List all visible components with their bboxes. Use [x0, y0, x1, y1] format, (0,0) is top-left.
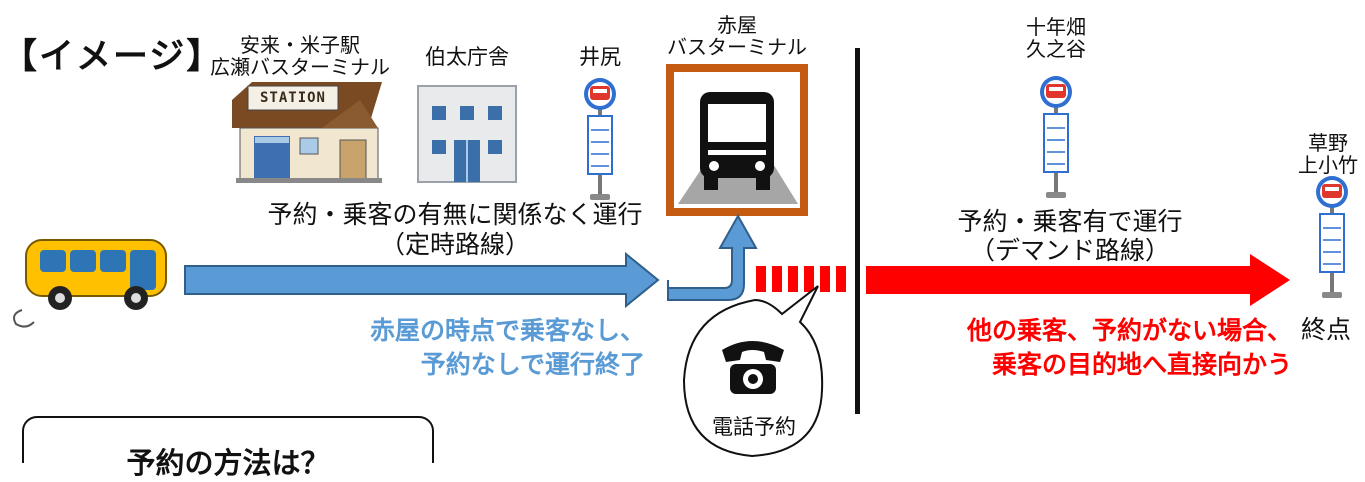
demand-dotted-line — [756, 266, 846, 292]
fixed-route-arrow — [184, 251, 660, 309]
terminal-label: 終点 — [1300, 315, 1351, 344]
red-note: 他の乗客、予約がない場合、 乗客の目的地へ直接向かう — [966, 316, 1292, 379]
stop-label-jusenbata: 十年畑 久之谷 — [1026, 15, 1086, 61]
stop-label-yasugi-yonago: 安来・米子駅 広瀬バスターミナル — [210, 33, 390, 79]
station-sign-text: STATION — [259, 90, 326, 106]
bus-stop-icon-kusano — [1315, 175, 1349, 299]
turn-to-terminal-arrow — [667, 213, 758, 301]
heading: 【イメージ】 — [2, 37, 224, 77]
diagram-canvas — [13, 48, 1349, 463]
stop-label-hakuta: 伯太庁舎 — [425, 45, 509, 69]
stop-label-akaya: 赤屋 バスターミナル — [667, 13, 807, 59]
station-building-icon — [232, 82, 382, 183]
stop-label-kusano: 草野 上小竹 — [1298, 131, 1358, 177]
demand-route-arrow — [866, 254, 1290, 306]
bus-terminal-icon — [666, 64, 808, 216]
fixed-route-label: 予約・乗客の有無に関係なく運行 （定時路線） — [267, 200, 643, 259]
reservation-box-title: 予約の方法は？ — [126, 446, 330, 480]
bus-stop-icon-jusenbata — [1039, 75, 1073, 199]
route-divider — [855, 48, 860, 414]
bus-stop-icon-ijiri — [583, 77, 617, 201]
bus-icon — [13, 239, 167, 328]
demand-route-label: 予約・乗客有で運行 （デマンド路線） — [957, 207, 1183, 265]
phone-reservation-label: 電話予約 — [712, 415, 796, 439]
blue-note: 赤屋の時点で乗客なし、 予約なしで運行終了 — [369, 316, 645, 379]
office-building-icon — [417, 85, 517, 183]
stop-label-ijiri: 井尻 — [579, 45, 621, 69]
reservation-box — [22, 416, 434, 463]
telephone-icon — [722, 341, 784, 394]
